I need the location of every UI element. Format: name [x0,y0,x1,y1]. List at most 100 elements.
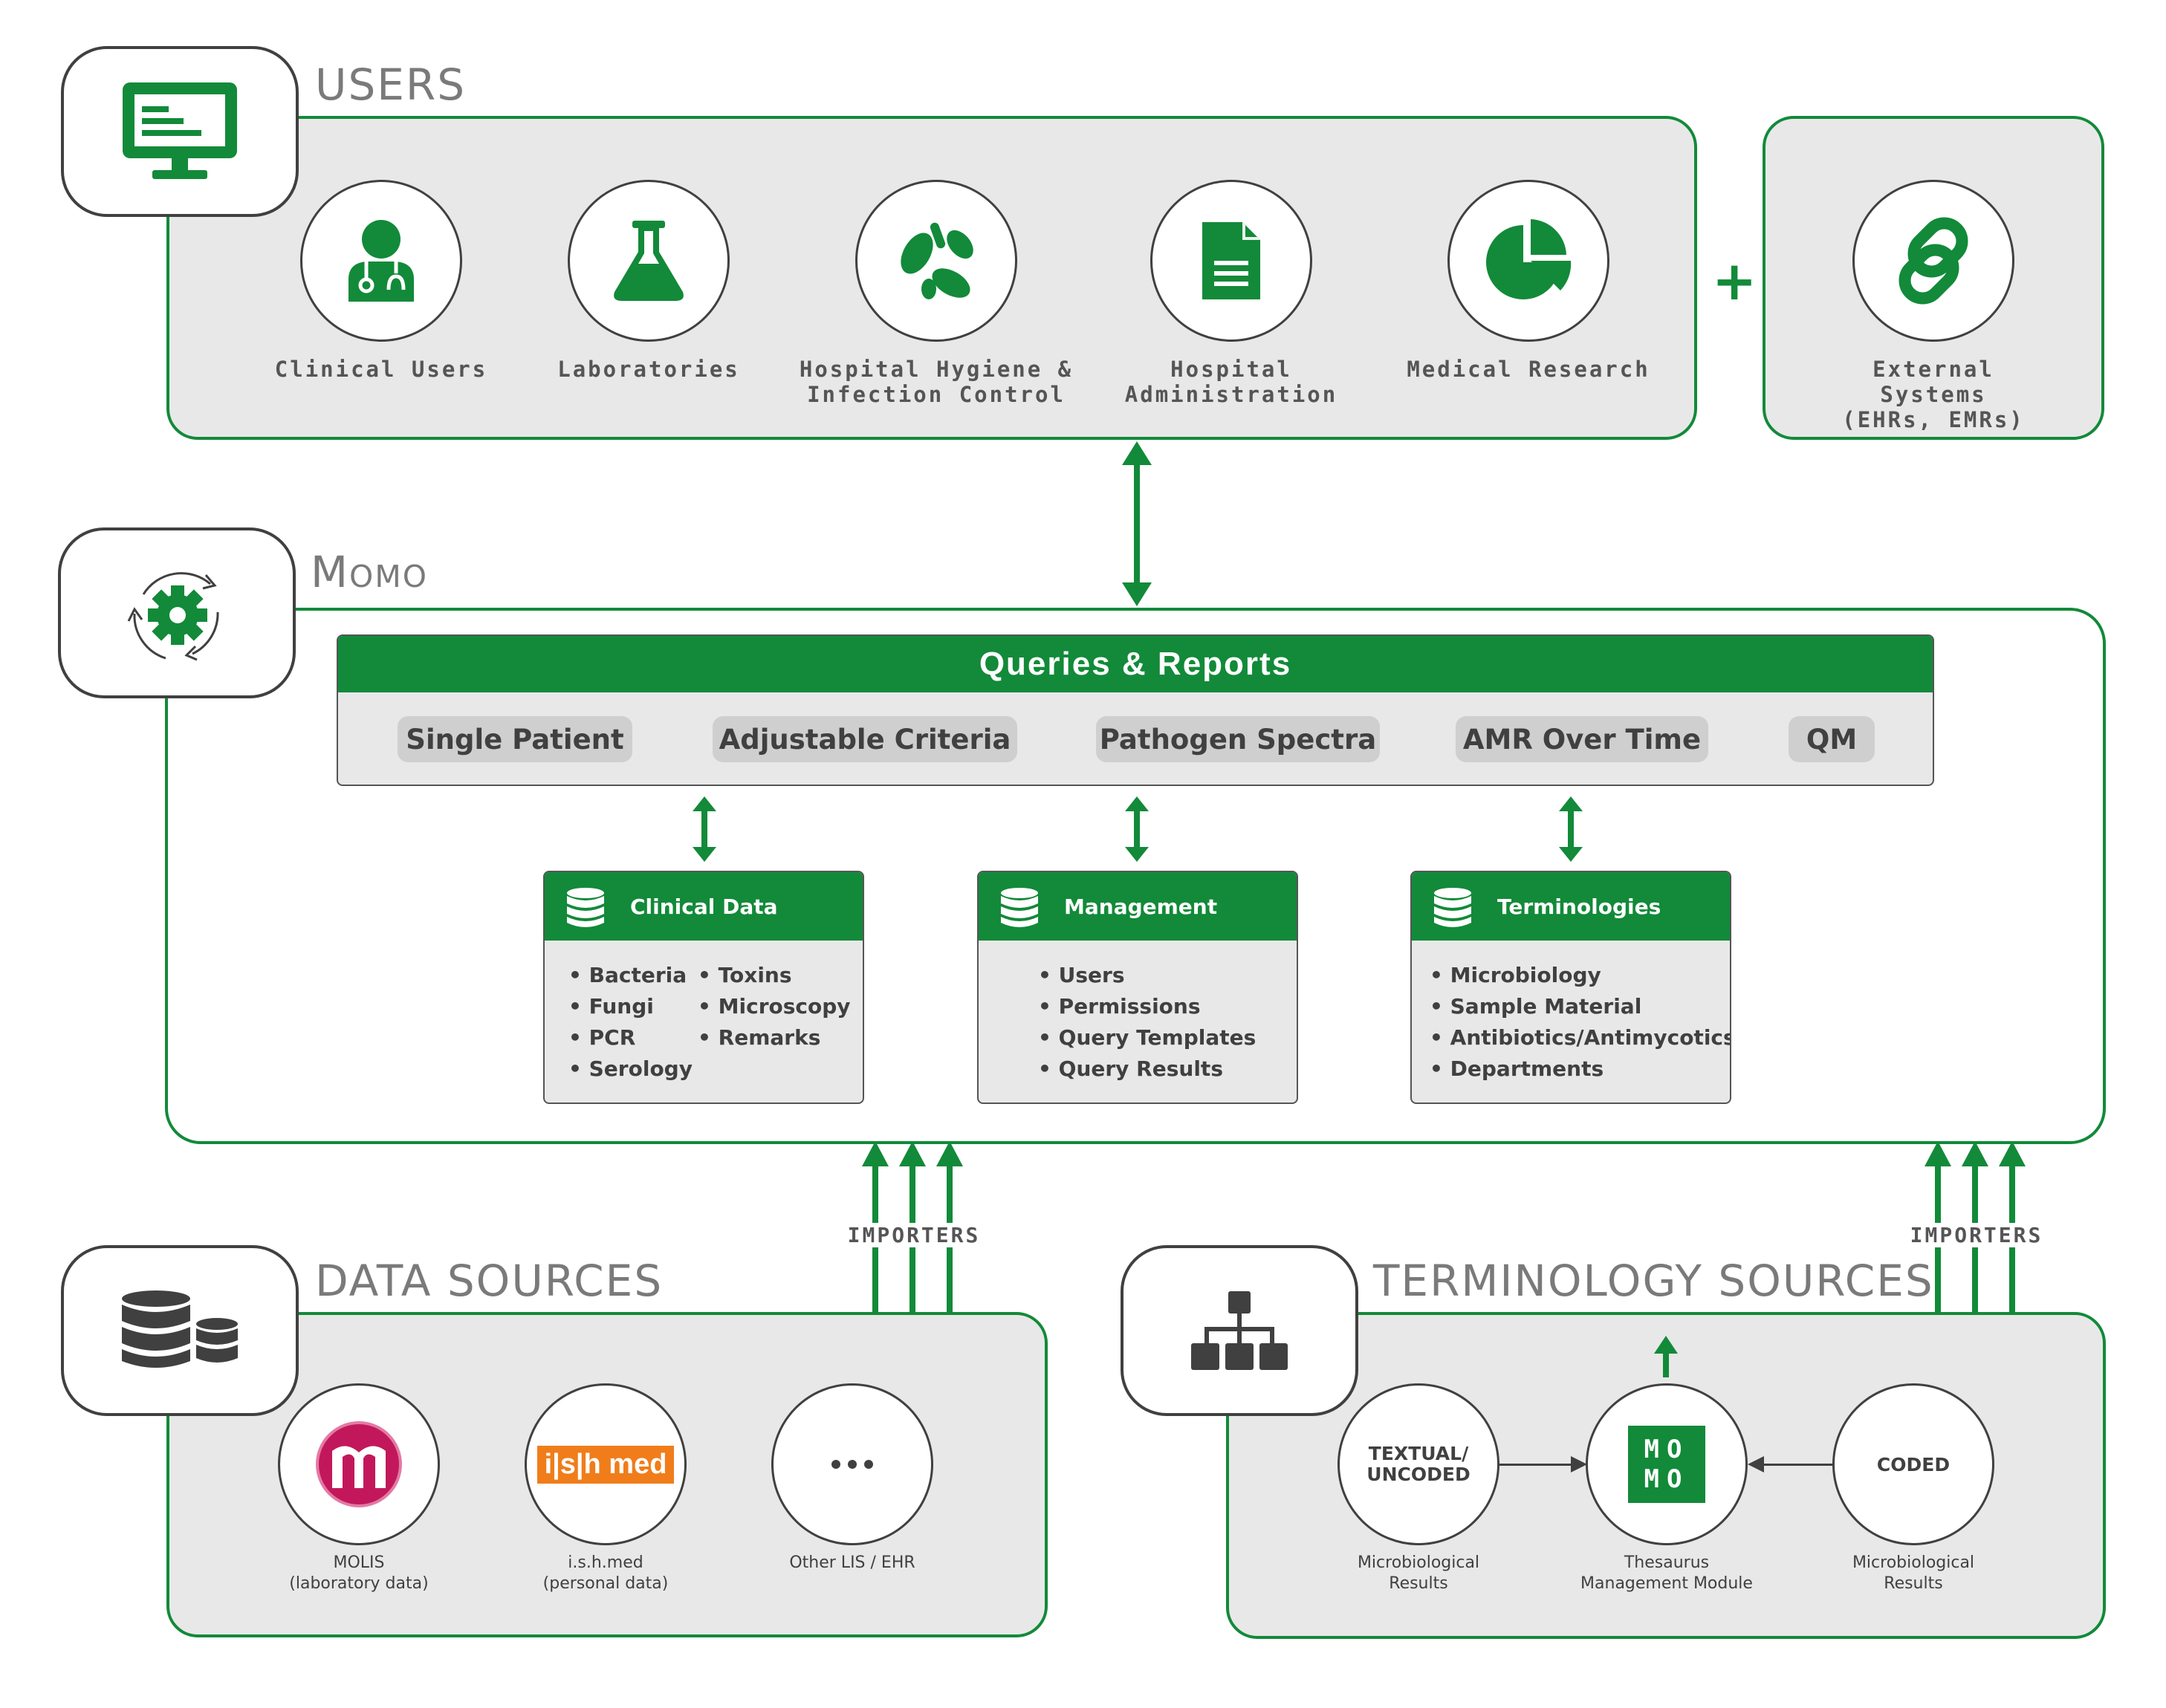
list-item: • Bacteria [568,963,687,987]
terminology-importers-label: IMPORTERS [1907,1223,2046,1247]
external-systems-circle [1852,180,2014,342]
textual-to-thesaurus-arrow [1499,1456,1587,1472]
clinical-data-arrow [693,796,716,862]
document-icon [1202,222,1260,299]
list-item: • Antibiotics/Antimycotics [1430,1025,1731,1050]
database-icon [1001,888,1038,927]
database-stack-icon [122,1290,238,1368]
thesaurus-up-arrow [1654,1336,1678,1377]
list-item: • Query Templates [1038,1025,1257,1050]
coded-circle: CODED [1832,1383,1994,1545]
terminology-sources-tab [1121,1245,1358,1416]
molis-label: MOLIS (laboratory data) [289,1553,428,1594]
pill-amr-over-time: AMR Over Time [1456,716,1708,762]
textual-uncoded-label: Microbiological Results [1358,1553,1479,1594]
users-tab [61,46,299,217]
gear-cycle-icon [127,572,219,661]
data-sources-tab [61,1245,299,1416]
users-momo-arrow [1122,441,1152,606]
textual-uncoded-circle: TEXTUAL/ UNCODED [1337,1383,1499,1545]
list-item: • Users [1038,963,1125,987]
pill-pathogen-spectra: Pathogen Spectra [1096,716,1380,762]
thesaurus-label: Thesaurus Management Module [1580,1553,1753,1594]
molis-circle [278,1383,440,1545]
ishmed-circle: i|s|h med [525,1383,687,1545]
queries-reports-title: Queries & Reports [338,636,1933,692]
terminologies-col1: • Microbiology • Sample Material • Antib… [1430,960,1731,1085]
ishmed-logo: i|s|h med [536,1445,675,1484]
hospital-administration-label: Hospital Administration [1125,357,1337,407]
list-item: • Departments [1430,1056,1604,1081]
clinical-data-col2: • Toxins • Microscopy • Remarks [698,960,851,1053]
data-sources-title: DATA SOURCES [315,1256,664,1306]
management-col1: • Users • Permissions • Query Templates … [1038,960,1256,1085]
more-icon [831,1460,873,1469]
monitor-icon [123,82,237,179]
momo-title: Momo [311,547,428,597]
thesaurus-label-text: Thesaurus Management Module [1580,1553,1753,1593]
coded-label-text: Microbiological Results [1852,1553,1975,1593]
ishmed-label: i.s.h.med (personal data) [543,1553,669,1594]
laboratories-label: Laboratories [557,357,740,382]
coded-text: CODED [1876,1453,1951,1475]
external-systems-label-text: External Systems (EHRs, EMRs) [1842,357,2025,432]
clinical-data-box: Clinical Data • Bacteria • Fungi • PCR •… [543,871,864,1104]
hierarchy-icon [1191,1291,1288,1370]
textual-uncoded-label-text: Microbiological Results [1357,1553,1480,1593]
terminologies-arrow [1559,796,1583,862]
medical-research-label: Medical Research [1407,357,1650,382]
momo-logo: MOMO [1628,1426,1705,1503]
thesaurus-circle: MOMO [1586,1383,1748,1545]
pill-adjustable-criteria: Adjustable Criteria [713,716,1017,762]
terminologies-box: Terminologies • Microbiology • Sample Ma… [1410,871,1731,1104]
users-title: USERS [315,59,467,110]
list-item: • Permissions [1038,994,1201,1019]
doctor-icon [348,220,414,302]
flask-icon [614,221,684,301]
pill-qm: QM [1789,716,1875,762]
list-item: • Microscopy [698,994,851,1019]
pill-single-patient: Single Patient [398,716,632,762]
terminologies-title: Terminologies [1497,894,1661,919]
list-item: • Toxins [698,963,792,987]
hospital-hygiene-label: Hospital Hygiene & Infection Control [800,357,1073,407]
momo-logo-text: MOMO [1644,1435,1690,1494]
database-icon [567,888,604,927]
list-item: • Serology [568,1056,693,1081]
coded-label: Microbiological Results [1852,1553,1974,1594]
biohazard-icon [901,222,973,299]
laboratories-circle [568,180,730,342]
clinical-users-circle [300,180,462,342]
clinical-users-label: Clinical Users [274,357,488,382]
list-item: • Query Results [1038,1056,1223,1081]
momo-tab [58,527,296,698]
link-icon [1899,217,1968,305]
textual-uncoded-text: TEXTUAL/ UNCODED [1366,1443,1471,1485]
molis-label-text: MOLIS (laboratory data) [289,1553,429,1593]
database-icon [1434,888,1471,927]
other-lis-label: Other LIS / EHR [789,1553,915,1572]
external-systems-label: External Systems (EHRs, EMRs) [1818,357,2050,432]
management-arrow [1125,796,1149,862]
plus-sign: + [1712,250,1757,312]
clinical-data-title: Clinical Data [630,894,778,919]
hospital-hygiene-circle [855,180,1017,342]
molis-logo [316,1421,402,1507]
management-title: Management [1064,894,1218,919]
ishmed-label-text: i.s.h.med (personal data) [542,1553,669,1593]
hospital-hygiene-label-text: Hospital Hygiene & Infection Control [799,357,1074,407]
list-item: • Microbiology [1430,963,1601,987]
hospital-administration-circle [1150,180,1312,342]
list-item: • Remarks [698,1025,821,1050]
list-item: • Sample Material [1430,994,1642,1019]
hospital-administration-label-text: Hospital Administration [1124,357,1338,407]
other-lis-circle [771,1383,933,1545]
terminology-sources-title: TERMINOLOGY SOURCES [1373,1256,1934,1306]
list-item: • Fungi [568,994,654,1019]
coded-to-thesaurus-arrow [1748,1456,1835,1472]
management-box: Management • Users • Permissions • Query… [977,871,1298,1104]
list-item: • PCR [568,1025,636,1050]
queries-reports-box: Queries & Reports Single Patient Adjusta… [337,634,1934,786]
data-importers-label: IMPORTERS [844,1223,984,1247]
pie-chart-icon [1486,219,1572,299]
